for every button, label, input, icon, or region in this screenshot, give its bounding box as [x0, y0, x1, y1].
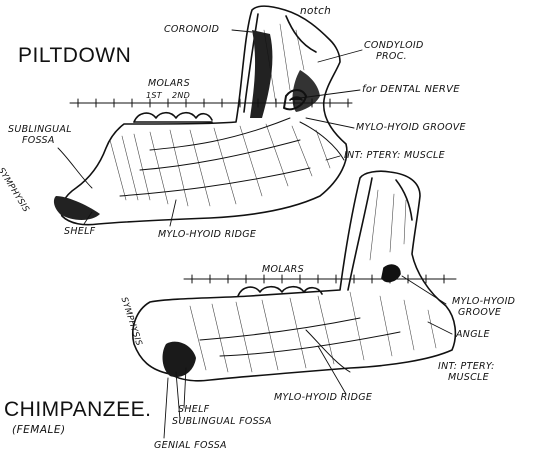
chimpanzee-sex-label: (FEMALE) [12, 424, 66, 436]
label-genial-fossa: GENIAL FOSSA [154, 440, 227, 451]
label-chimp-shelf: SHELF [178, 404, 209, 415]
label-chimp-molars: MOLARS [262, 264, 304, 275]
label-condyloid-proc: PROC. [376, 51, 407, 62]
chimpanzee-title: CHIMPANZEE. [4, 398, 151, 422]
label-chimp-mylo-hyoid-ridge: MYLO-HYOID RIDGE [274, 392, 372, 403]
label-dental-nerve: for DENTAL NERVE [362, 84, 460, 95]
label-piltdown-shelf: SHELF [64, 226, 95, 237]
label-int-ptery-muscle: INT: PTERY: MUSCLE [344, 150, 445, 161]
label-coronoid: CORONOID [164, 24, 219, 35]
piltdown-title: PILTDOWN [18, 44, 131, 68]
label-chimp-mylo-hyoid-groove-2: GROOVE [458, 307, 501, 318]
label-angle: ANGLE [456, 329, 490, 340]
label-piltdown-molars: MOLARS [148, 78, 190, 89]
chimpanzee-mandible [133, 171, 456, 381]
label-chimp-int-ptery-muscle: MUSCLE [448, 372, 489, 383]
label-chimp-mylo-hyoid-groove: MYLO-HYOID [452, 296, 515, 307]
label-sublingual-fossa-2: FOSSA [22, 135, 55, 146]
label-sublingual-fossa: SUBLINGUAL [8, 124, 72, 135]
label-molar-2nd: 2ND [172, 90, 190, 101]
label-chimp-sublingual-fossa: SUBLINGUAL FOSSA [172, 416, 272, 427]
label-molar-1st: 1ST [146, 90, 162, 101]
label-mylo-hyoid-groove: MYLO-HYOID GROOVE [356, 122, 466, 133]
label-condyloid: CONDYLOID [364, 40, 424, 51]
label-notch: notch [300, 6, 331, 17]
piltdown-mandible [54, 6, 347, 225]
chimp-scale-line [184, 275, 456, 283]
label-piltdown-mylo-hyoid-ridge: MYLO-HYOID RIDGE [158, 229, 256, 240]
label-chimp-int-ptery: INT: PTERY: [438, 361, 495, 372]
